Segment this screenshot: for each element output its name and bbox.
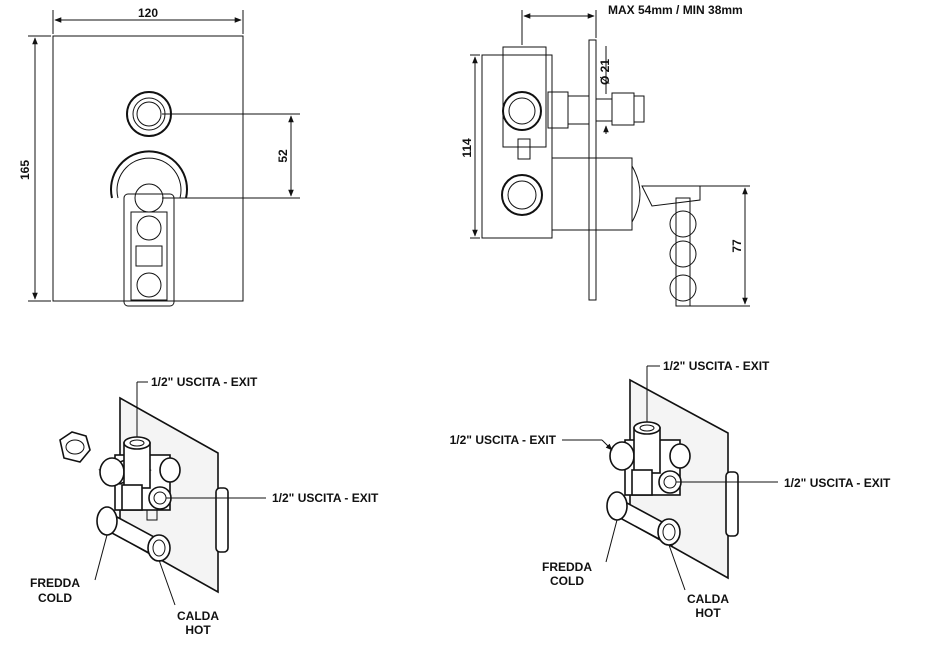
iso-left-cold-it: FREDDA bbox=[30, 576, 80, 590]
iso-right-hot-it: CALDA bbox=[687, 592, 729, 606]
iso-right-exit-left-label: 1/2" USCITA - EXIT bbox=[450, 433, 557, 447]
iso-left-cold-en: COLD bbox=[38, 591, 72, 605]
iso-left-exit-top-label: 1/2" USCITA - EXIT bbox=[151, 375, 258, 389]
iso-left-exit-right-label: 1/2" USCITA - EXIT bbox=[272, 491, 379, 505]
side-wall-plate bbox=[588, 39, 597, 301]
hex-nut bbox=[59, 431, 91, 463]
side-diverter-knob bbox=[611, 92, 635, 126]
side-cartridge bbox=[551, 157, 633, 231]
cover-plate bbox=[52, 35, 244, 302]
iso-right-cold-it: FREDDA bbox=[542, 560, 592, 574]
front-view: 120 165 52 bbox=[18, 6, 300, 307]
lever-rosette bbox=[110, 150, 188, 199]
iso-right-cold-en: COLD bbox=[550, 574, 584, 588]
iso-left-exit-top-port bbox=[123, 436, 151, 450]
dim-spacing-52: 52 bbox=[276, 149, 290, 163]
dim-height-114: 114 bbox=[460, 138, 474, 158]
side-view: MAX 54mm / MIN 38mm Ø 21 114 77 bbox=[460, 3, 750, 307]
lever-pivot bbox=[134, 183, 164, 213]
side-valve-body bbox=[481, 54, 553, 239]
iso-right-exit-right-label: 1/2" USCITA - EXIT bbox=[784, 476, 891, 490]
dim-lever-77: 77 bbox=[730, 239, 744, 253]
iso-right-hot-en: HOT bbox=[695, 606, 721, 620]
lever-handle bbox=[123, 193, 175, 307]
side-lever bbox=[675, 197, 691, 307]
dim-height-165: 165 bbox=[18, 160, 32, 180]
diverter-button-ring bbox=[132, 97, 166, 131]
dim-depth: MAX 54mm / MIN 38mm bbox=[608, 3, 743, 17]
iso-right-exit-top-port bbox=[633, 421, 661, 435]
dim-width-120: 120 bbox=[138, 6, 158, 20]
iso-view-left: 1/2" USCITA - EXIT 1/2" USCITA - EXIT FR… bbox=[30, 375, 379, 637]
iso-left-hot-it: CALDA bbox=[177, 609, 219, 623]
iso-left-hot-en: HOT bbox=[185, 623, 211, 637]
diverter-button-inner bbox=[136, 101, 162, 127]
iso-view-right: 1/2" USCITA - EXIT 1/2" USCITA - EXIT 1/… bbox=[450, 359, 891, 620]
dim-diameter: Ø 21 bbox=[598, 59, 612, 85]
iso-right-exit-top-label: 1/2" USCITA - EXIT bbox=[663, 359, 770, 373]
iso-right-exit-left-port bbox=[609, 441, 635, 471]
